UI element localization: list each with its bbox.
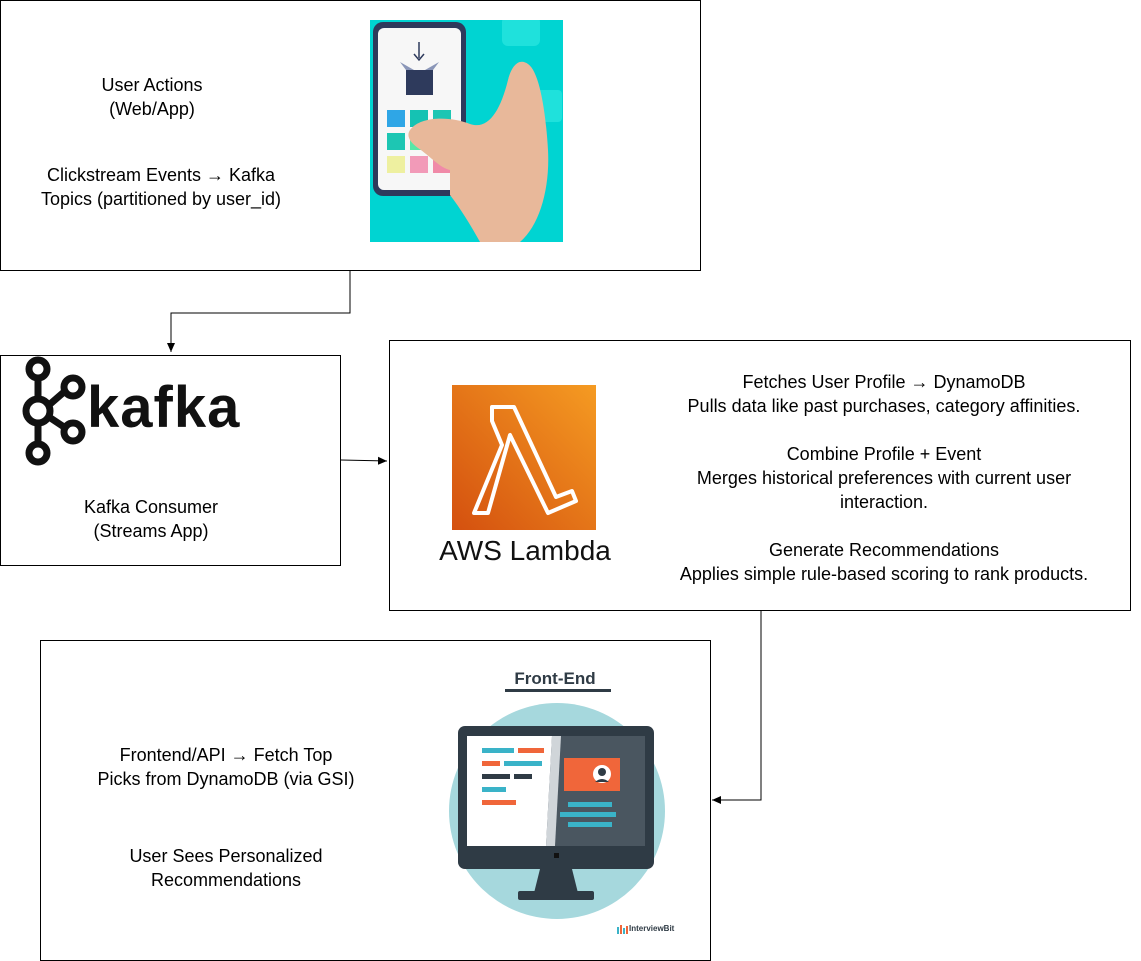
generate-recommendations-text: Generate Recommendations Applies simple … (679, 540, 1089, 584)
lambda-box: AWS Lambda Fetches User Profile → Dynamo… (389, 340, 1131, 611)
user-actions-box: User Actions (Web/App) Clickstream Event… (0, 0, 701, 271)
aws-lambda-icon (452, 385, 596, 530)
frontend-fetch-text: Frontend/API → Fetch Top Picks from Dyna… (97, 745, 355, 789)
frontend-title-underline (505, 689, 611, 692)
frontend-box: Frontend/API → Fetch Top Picks from Dyna… (40, 640, 711, 961)
interviewbit-logo-icon (617, 925, 628, 934)
kafka-consumer-caption: Kafka Consumer (Streams App) (83, 497, 219, 541)
phone-app-icon (370, 20, 563, 242)
fetch-profile-text: Fetches User Profile → DynamoDB Pulls da… (687, 372, 1081, 416)
kafka-logo-text: kafka (87, 375, 241, 440)
kafka-logo-icon (22, 356, 86, 466)
arrow-user-to-kafka (167, 271, 351, 352)
interviewbit-watermark: InterviewBit (629, 924, 675, 933)
frontend-illustration-title: Front-End (514, 669, 596, 688)
combine-profile-text: Combine Profile + Event Merges historica… (696, 444, 1072, 512)
arrow-lambda-to-frontend (712, 610, 762, 804)
kafka-consumer-box: kafka Kafka Consumer (Streams App) (0, 355, 341, 566)
arrow-kafka-to-lambda (340, 456, 388, 465)
clickstream-events-text: Clickstream Events → Kafka Topics (parti… (40, 165, 282, 209)
user-actions-title: User Actions (Web/App) (101, 75, 203, 119)
aws-lambda-label: AWS Lambda (439, 535, 611, 566)
frontend-monitor-icon (449, 703, 665, 919)
user-sees-text: User Sees Personalized Recommendations (129, 846, 323, 890)
